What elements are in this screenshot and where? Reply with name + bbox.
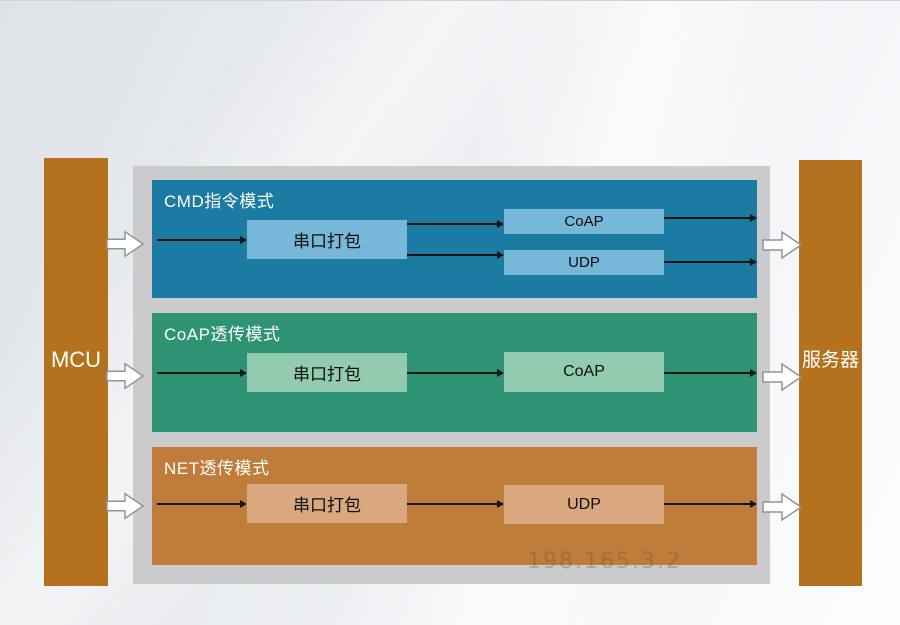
panel-coap-title: CoAP透传模式 bbox=[164, 325, 281, 344]
cmd-coap-box: CoAP bbox=[504, 209, 664, 234]
flow-arrow bbox=[407, 369, 504, 377]
block-arrow-right-icon bbox=[762, 492, 802, 522]
flow-arrow bbox=[664, 369, 757, 377]
block-arrow-right-icon bbox=[762, 230, 802, 260]
net-serial-pack-box: 串口打包 bbox=[247, 484, 407, 523]
cmd-serial-pack-box: 串口打包 bbox=[247, 220, 407, 259]
panel-net-title: NET透传模式 bbox=[164, 459, 270, 478]
flow-arrow bbox=[407, 251, 504, 259]
mcu-label: MCU bbox=[50, 347, 102, 372]
flow-arrow bbox=[157, 369, 247, 377]
flow-arrow bbox=[157, 236, 247, 244]
flow-arrow bbox=[664, 500, 757, 508]
coap-coap-box: CoAP bbox=[504, 352, 664, 392]
flow-arrow bbox=[157, 500, 247, 508]
mcu-bar: MCU bbox=[44, 158, 108, 586]
block-arrow-right-icon bbox=[762, 362, 802, 392]
block-arrow-right-icon bbox=[106, 492, 144, 520]
block-arrow-right-icon bbox=[106, 362, 144, 390]
server-bar: 服务器 bbox=[799, 160, 862, 586]
flow-arrow bbox=[407, 220, 504, 228]
net-udp-box: UDP bbox=[504, 485, 664, 524]
cmd-udp-box: UDP bbox=[504, 250, 664, 275]
panel-cmd-title: CMD指令模式 bbox=[164, 192, 275, 211]
block-arrow-right-icon bbox=[106, 230, 144, 258]
coap-serial-pack-box: 串口打包 bbox=[247, 353, 407, 392]
server-label: 服务器 bbox=[801, 349, 859, 371]
flow-arrow bbox=[407, 500, 504, 508]
watermark-text: 198.165.3.2 bbox=[527, 549, 682, 574]
flow-arrow bbox=[664, 258, 757, 266]
flow-arrow bbox=[664, 214, 757, 222]
